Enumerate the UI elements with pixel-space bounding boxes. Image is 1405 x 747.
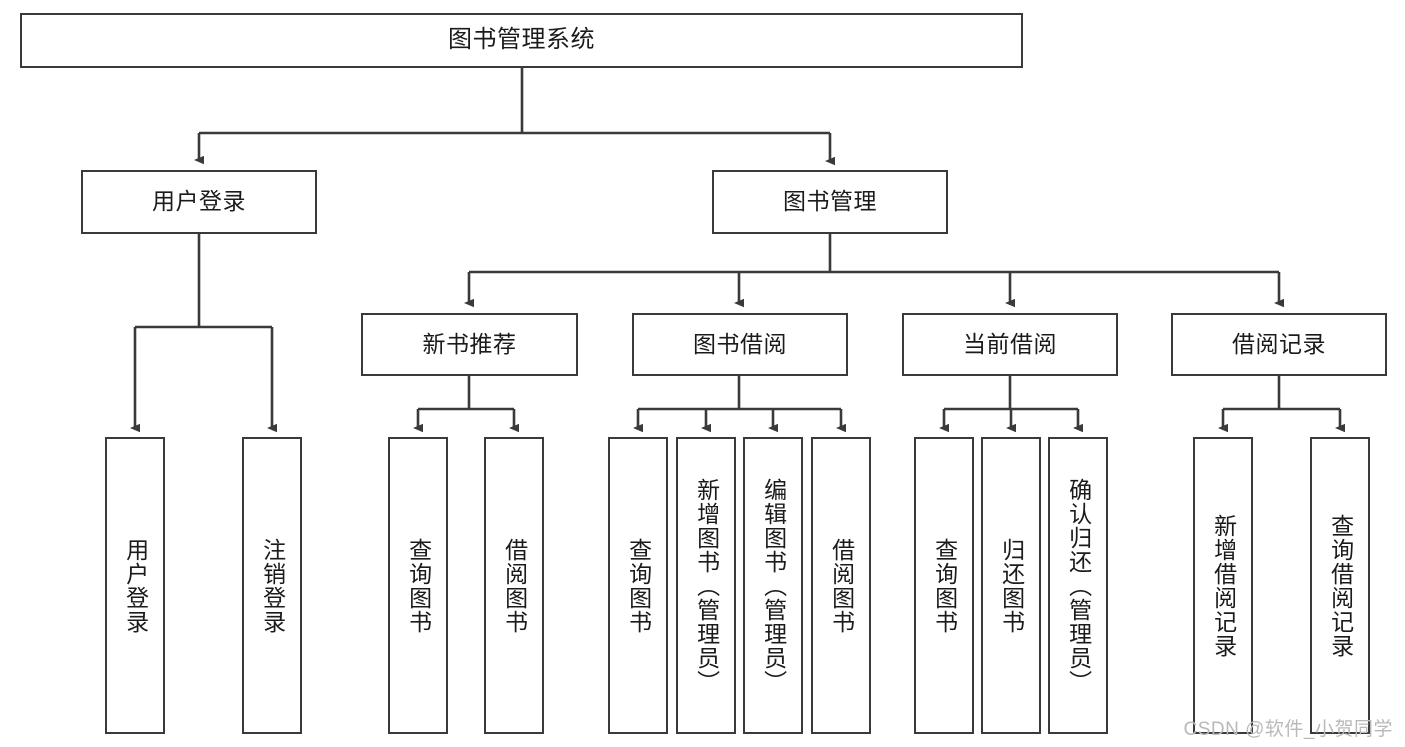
leaf-user-login-label: 用户登录 [122, 537, 149, 634]
leaf-query-book-current[interactable]: 查询图书 [914, 437, 974, 734]
leaf-confirm-return-admin-label: 确认归还（管理员） [1065, 477, 1092, 694]
leaf-query-borrow-record[interactable]: 查询借阅记录 [1310, 437, 1370, 734]
leaf-logout-login[interactable]: 注销登录 [242, 437, 302, 734]
leaf-return-book-label: 归还图书 [998, 537, 1025, 634]
leaf-add-book-admin[interactable]: 新增图书（管理员） [676, 437, 736, 734]
node-book-manage[interactable]: 图书管理 [712, 170, 948, 234]
node-current-borrow-label: 当前借阅 [963, 330, 1057, 357]
leaf-borrow-book-new-book[interactable]: 借阅图书 [484, 437, 544, 734]
leaf-logout-login-label: 注销登录 [259, 537, 286, 634]
leaf-query-book-borrow-label: 查询图书 [625, 537, 652, 634]
node-new-book-recommend-label: 新书推荐 [422, 330, 517, 357]
node-user-login-label: 用户登录 [152, 188, 246, 215]
leaf-add-book-admin-label: 新增图书（管理员） [693, 477, 720, 694]
leaf-query-borrow-record-label: 查询借阅记录 [1327, 513, 1354, 658]
node-root-label: 图书管理系统 [448, 26, 595, 54]
node-book-manage-label: 图书管理 [783, 188, 877, 215]
leaf-query-book-new-book-label: 查询图书 [405, 537, 432, 634]
node-borrow-record[interactable]: 借阅记录 [1171, 313, 1387, 376]
node-user-login[interactable]: 用户登录 [81, 170, 317, 234]
leaf-return-book[interactable]: 归还图书 [981, 437, 1041, 734]
node-book-borrow[interactable]: 图书借阅 [632, 313, 848, 376]
node-borrow-record-label: 借阅记录 [1232, 330, 1326, 357]
leaf-confirm-return-admin[interactable]: 确认归还（管理员） [1048, 437, 1108, 734]
watermark-text: CSDN @软件_小贺同学 [1183, 719, 1393, 740]
leaf-edit-book-admin-label: 编辑图书（管理员） [760, 477, 787, 694]
leaf-add-borrow-record[interactable]: 新增借阅记录 [1193, 437, 1253, 734]
node-book-borrow-label: 图书借阅 [693, 330, 787, 357]
leaf-query-book-current-label: 查询图书 [931, 537, 958, 634]
leaf-query-book-borrow[interactable]: 查询图书 [608, 437, 668, 734]
leaf-borrow-book-new-book-label: 借阅图书 [501, 537, 528, 634]
leaf-borrow-book-borrow[interactable]: 借阅图书 [811, 437, 871, 734]
node-current-borrow[interactable]: 当前借阅 [902, 313, 1118, 376]
leaf-add-borrow-record-label: 新增借阅记录 [1210, 513, 1237, 658]
leaf-edit-book-admin[interactable]: 编辑图书（管理员） [743, 437, 803, 734]
leaf-query-book-new-book[interactable]: 查询图书 [388, 437, 448, 734]
node-root-system[interactable]: 图书管理系统 [20, 13, 1023, 68]
node-new-book-recommend[interactable]: 新书推荐 [361, 313, 578, 376]
leaf-borrow-book-borrow-label: 借阅图书 [828, 537, 855, 634]
leaf-user-login[interactable]: 用户登录 [105, 437, 165, 734]
